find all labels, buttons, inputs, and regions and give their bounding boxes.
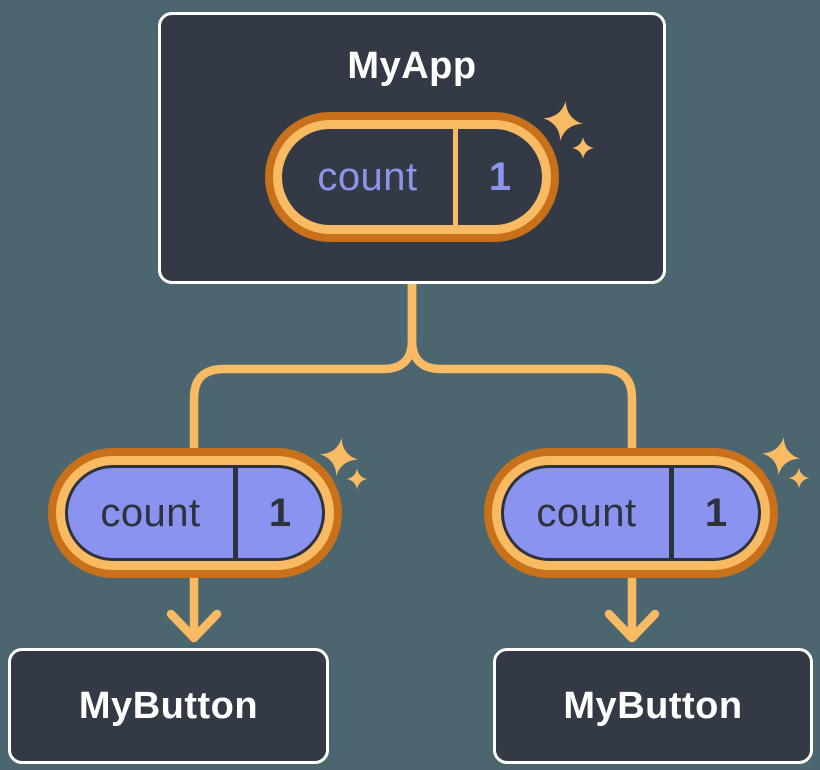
pill-divider bbox=[453, 129, 458, 225]
pill-label: count bbox=[100, 490, 201, 535]
component-title: MyApp bbox=[347, 45, 477, 87]
pill-value: 1 bbox=[488, 154, 512, 199]
pill-label: count bbox=[317, 154, 418, 199]
sparkle-icon bbox=[762, 437, 810, 489]
arrow-down-icon bbox=[604, 609, 660, 643]
pill-value: 1 bbox=[268, 490, 292, 535]
pill-body: count 1 bbox=[65, 465, 325, 561]
arrow-down-icon bbox=[166, 609, 222, 643]
pill-ring: count 1 bbox=[273, 120, 551, 234]
state-pill-root: count 1 bbox=[265, 112, 559, 242]
prop-pill-left: count 1 bbox=[48, 448, 342, 578]
pill-ring: count 1 bbox=[492, 456, 770, 570]
pill-divider bbox=[669, 468, 674, 558]
pill-body: count 1 bbox=[282, 129, 542, 225]
pill-value: 1 bbox=[704, 490, 728, 535]
pill-ring: count 1 bbox=[56, 456, 334, 570]
pill-divider bbox=[233, 468, 238, 558]
component-title: MyButton bbox=[563, 684, 743, 727]
pill-body: count 1 bbox=[501, 465, 761, 561]
sparkle-icon bbox=[543, 101, 594, 159]
pill-label: count bbox=[536, 490, 637, 535]
mybutton-node-left: MyButton bbox=[8, 648, 329, 764]
prop-pill-right: count 1 bbox=[484, 448, 778, 578]
component-title: MyButton bbox=[78, 684, 259, 727]
mybutton-node-right: MyButton bbox=[493, 648, 813, 764]
sparkle-icon bbox=[320, 438, 368, 490]
connector-path-right bbox=[407, 284, 637, 633]
